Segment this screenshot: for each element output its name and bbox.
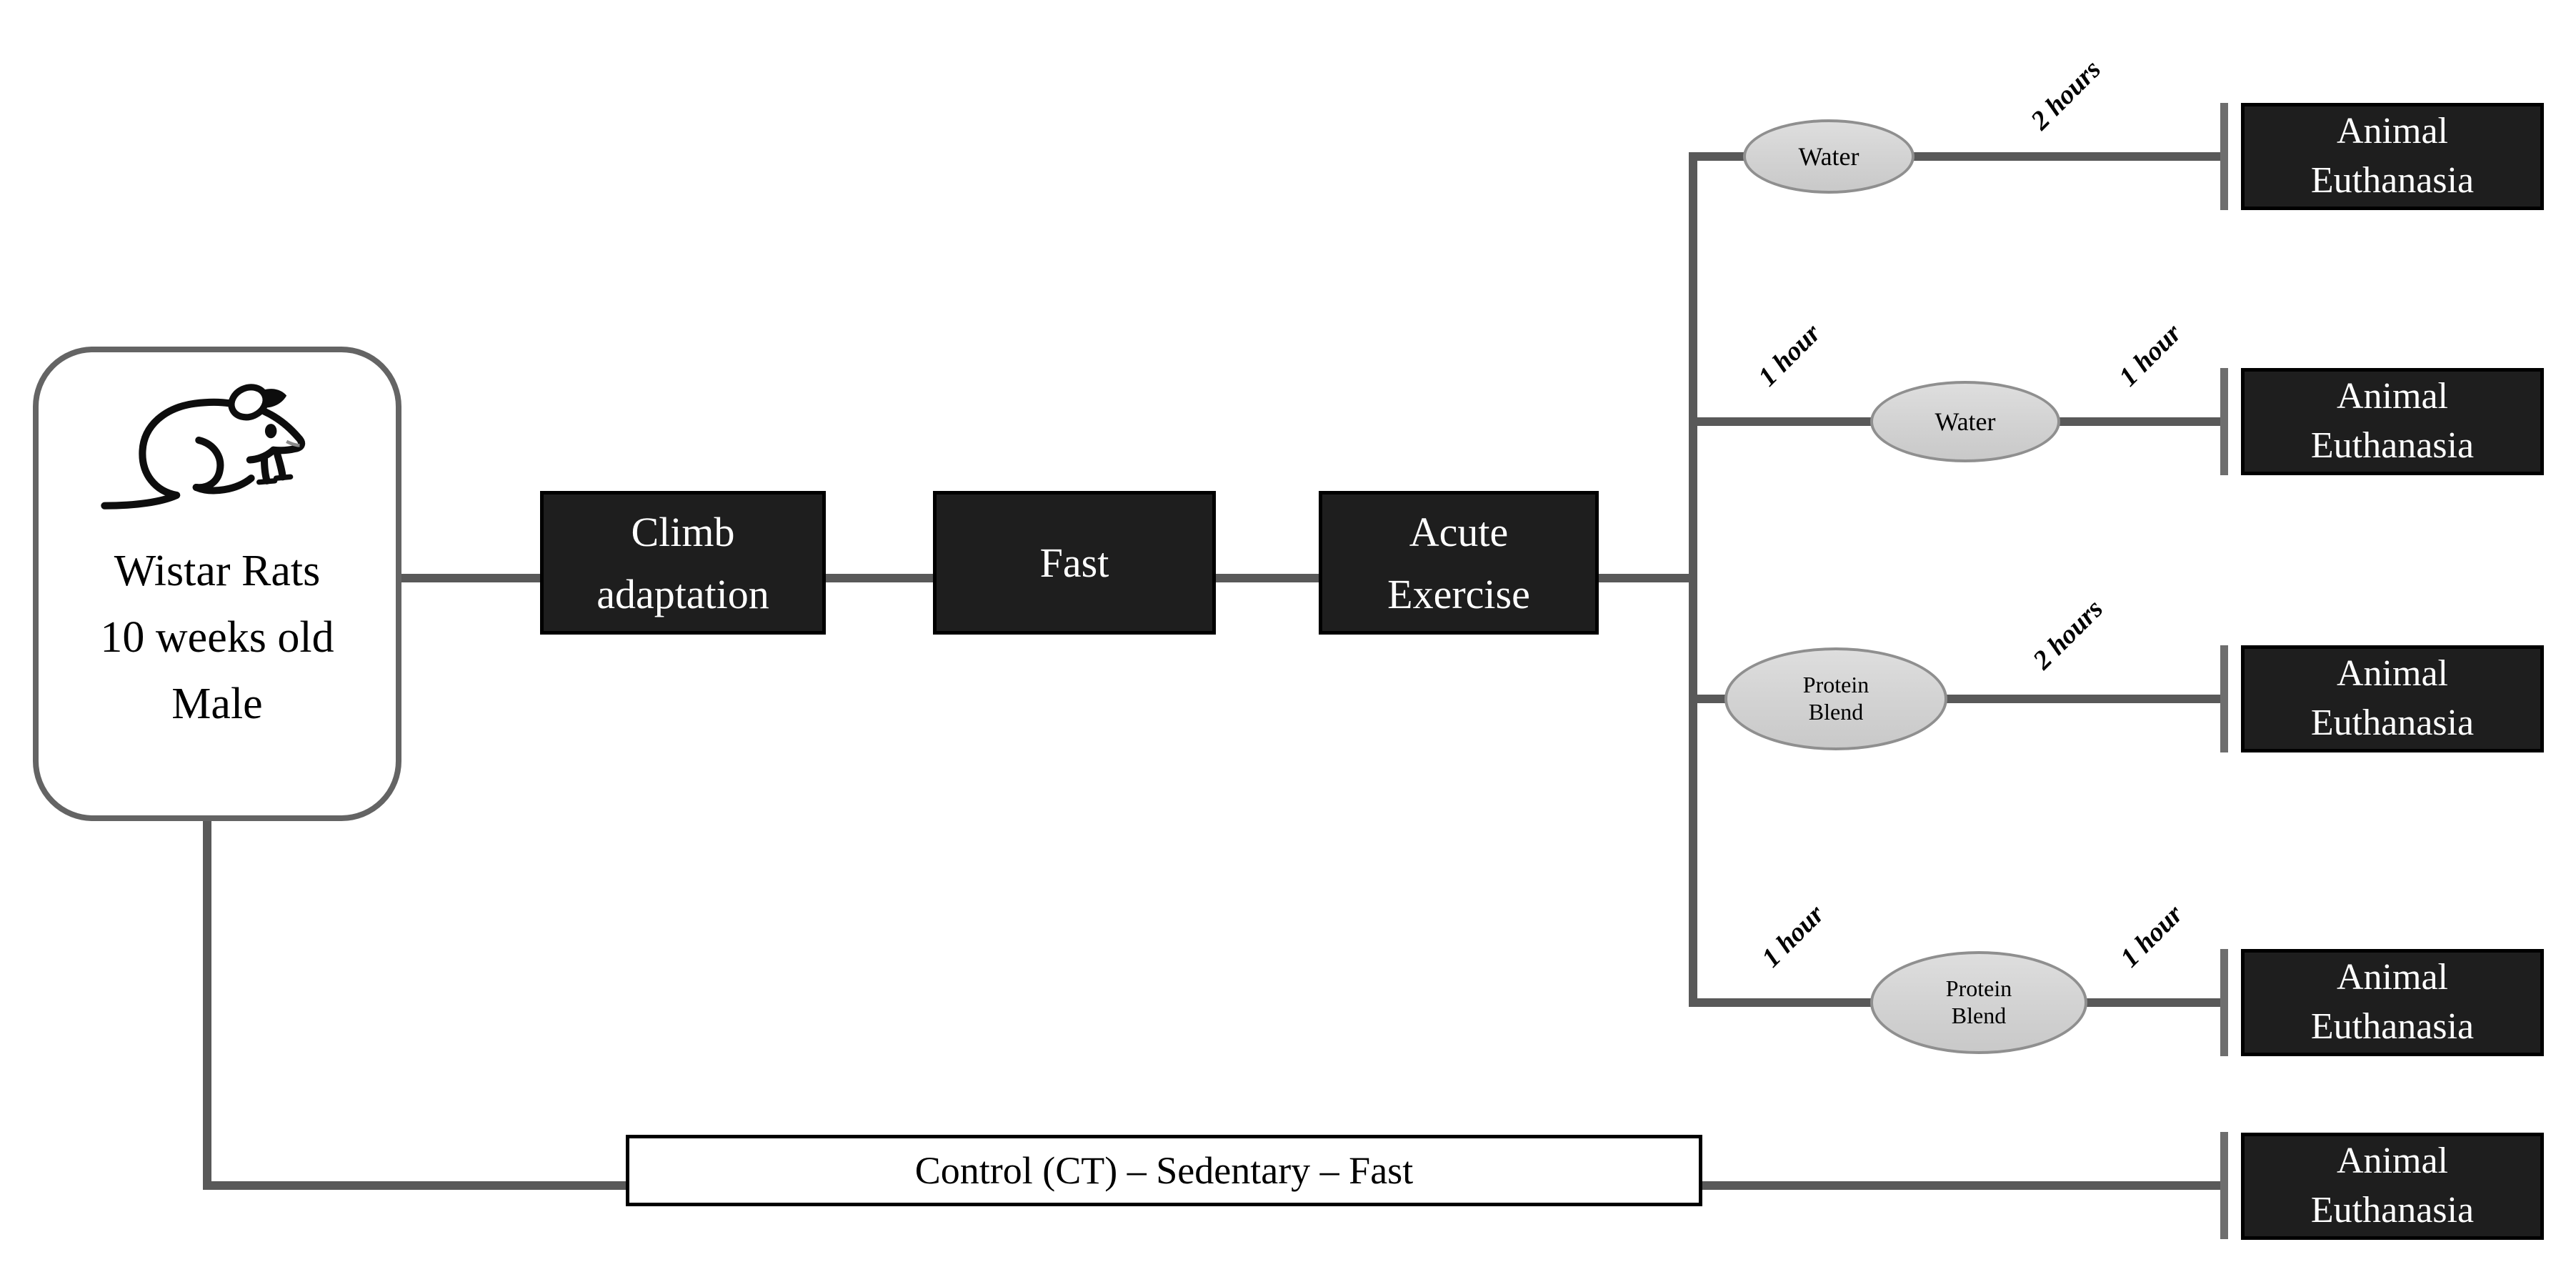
control-left-connector	[203, 1181, 626, 1190]
branch4-pre-time-label: 1 hour	[1756, 899, 1830, 973]
rat-icon	[101, 384, 306, 510]
supplement-label: Protein	[1945, 975, 2012, 1002]
subject-line: Wistar Rats	[114, 547, 321, 595]
subject-line: 10 weeks old	[100, 613, 334, 662]
control-label: Control (CT) – Sedentary – Fast	[914, 1149, 1414, 1192]
branch1-euthanasia-tick	[2220, 103, 2228, 210]
euthanasia-label-line: Euthanasia	[2310, 160, 2475, 201]
supplement-label: Water	[1935, 407, 1996, 436]
branch3-time-label: 2 hours	[2027, 593, 2110, 676]
branch2-supplement-ellipse: Water	[1870, 381, 2060, 462]
subject-text: Wistar Rats 10 weeks old Male	[100, 538, 334, 737]
branch-fork-line	[1689, 152, 1697, 1007]
euthanasia-label-line: Euthanasia	[2310, 702, 2475, 743]
branch1-euthanasia-box: Animal Euthanasia	[2241, 103, 2544, 210]
exercise-to-fork-connector	[1599, 574, 1697, 582]
supplement-label: Water	[1798, 142, 1859, 171]
control-right-connector	[1702, 1181, 2220, 1190]
branch1-time-label: 2 hours	[2025, 54, 2107, 136]
stage-label-line: adaptation	[596, 570, 769, 617]
subject-to-climb-connector	[401, 574, 541, 582]
euthanasia-label-line: Euthanasia	[2310, 425, 2475, 466]
euthanasia-label-line: Euthanasia	[2310, 1006, 2475, 1047]
stage-box-acute-exercise: Acute Exercise	[1319, 491, 1599, 635]
fast-to-exercise-connector	[1216, 574, 1320, 582]
branch4-euthanasia-tick	[2220, 949, 2228, 1056]
subject-to-control-line	[203, 821, 211, 1190]
subject-box: Wistar Rats 10 weeks old Male	[33, 347, 401, 821]
branch2-post-time-label: 1 hour	[2113, 318, 2187, 392]
supplement-label: Blend	[1808, 699, 1864, 725]
stage-label-line: Fast	[1039, 540, 1109, 586]
branch3-supplement-ellipse: Protein Blend	[1724, 647, 1947, 750]
branch4-euthanasia-box: Animal Euthanasia	[2241, 949, 2544, 1056]
supplement-label: Blend	[1951, 1003, 2007, 1028]
control-euthanasia-box: Animal Euthanasia	[2241, 1133, 2544, 1240]
branch1-supplement-ellipse: Water	[1743, 119, 1914, 194]
stage-label-line: Acute	[1409, 508, 1509, 555]
branch2-euthanasia-box: Animal Euthanasia	[2241, 368, 2544, 475]
subject-line: Male	[171, 680, 263, 728]
euthanasia-label-line: Euthanasia	[2310, 1190, 2475, 1231]
stage-box-climb-adaptation: Climb adaptation	[540, 491, 826, 635]
branch4-post-time-label: 1 hour	[2115, 899, 2189, 973]
supplement-label: Protein	[1802, 672, 1869, 698]
branch2-pre-time-label: 1 hour	[1752, 318, 1827, 392]
euthanasia-label-line: Animal	[2337, 376, 2448, 417]
control-euthanasia-tick	[2220, 1132, 2228, 1239]
branch3-euthanasia-box: Animal Euthanasia	[2241, 645, 2544, 752]
branch4-supplement-ellipse: Protein Blend	[1870, 951, 2087, 1054]
euthanasia-label-line: Animal	[2337, 653, 2448, 695]
branch2-euthanasia-tick	[2220, 368, 2228, 475]
branch3-euthanasia-tick	[2220, 645, 2228, 752]
stage-box-fast: Fast	[933, 491, 1216, 635]
control-box: Control (CT) – Sedentary – Fast	[626, 1135, 1702, 1206]
euthanasia-label-line: Animal	[2337, 111, 2448, 152]
stage-label-line: Climb	[631, 508, 735, 555]
euthanasia-label-line: Animal	[2337, 1141, 2448, 1182]
stage-label-line: Exercise	[1387, 570, 1530, 617]
climb-to-fast-connector	[826, 574, 934, 582]
euthanasia-label-line: Animal	[2337, 957, 2448, 998]
